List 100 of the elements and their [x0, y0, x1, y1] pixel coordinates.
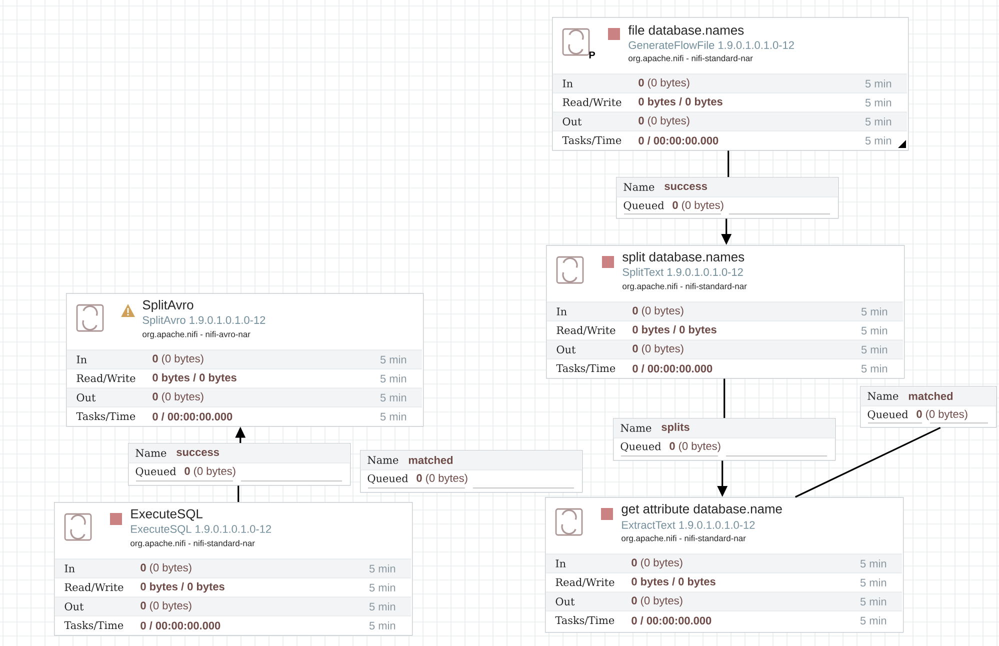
stat-value: 0 bytes / 0 bytes	[638, 97, 722, 108]
processor-name: ExecuteSQL	[131, 509, 202, 521]
stat-value: 0 / 00:00:00.000	[638, 136, 718, 145]
stat-label: Out	[562, 118, 582, 126]
stat-value: 0 (0 bytes)	[140, 601, 192, 612]
stat-value: 0 (0 bytes)	[632, 558, 682, 569]
stat-period: 5 min	[865, 136, 892, 145]
stat-value: 0 / 00:00:00.000	[632, 616, 712, 625]
bundle-name: org.apache.nifi - nifi-avro-nar	[142, 331, 250, 339]
stat-value: 0 (0 bytes)	[632, 596, 682, 607]
stat-period: 5 min	[380, 374, 406, 383]
field-label: Queued	[624, 201, 664, 211]
processor-name: file database.names	[628, 25, 744, 35]
stat-label: Tasks/Time	[556, 364, 616, 373]
stat-period: 5 min	[380, 412, 406, 421]
stat-period: 5 min	[861, 307, 888, 316]
connection-label	[616, 177, 839, 219]
field-label: Name	[620, 424, 652, 432]
stat-period: 5 min	[369, 583, 396, 592]
stat-value: 0 / 00:00:00.000	[152, 412, 232, 421]
stat-period: 5 min	[861, 326, 888, 335]
field-label: Name	[624, 183, 654, 191]
stat-label: Read/Write	[64, 583, 124, 592]
stat-value: 0 (0 bytes)	[638, 78, 690, 89]
stat-label: Tasks/Time	[76, 412, 136, 421]
stat-label: In	[556, 308, 567, 316]
processor-type: ExtractText 1.9.0.1.0.1.0-12	[622, 521, 755, 529]
connection-label	[860, 386, 997, 428]
queue-count: 0 (0 bytes)	[916, 410, 968, 420]
stat-period: 5 min	[861, 345, 888, 354]
processor-box	[552, 17, 909, 151]
stat-value: 0 / 00:00:00.000	[140, 621, 220, 630]
node-indicator: P	[589, 52, 595, 58]
stat-value: 0 (0 bytes)	[152, 354, 204, 365]
stat-value: 0 bytes / 0 bytes	[632, 577, 716, 588]
processor-box	[546, 245, 905, 379]
stat-label: In	[64, 564, 75, 572]
stat-label: Tasks/Time	[64, 621, 124, 630]
stat-period: 5 min	[369, 602, 396, 611]
processor-type: GenerateFlowFile 1.9.0.1.0.1.0-12	[628, 40, 794, 50]
stat-period: 5 min	[369, 621, 396, 630]
stat-period: 5 min	[865, 117, 892, 126]
stat-label: Tasks/Time	[562, 136, 622, 145]
bundle-name: org.apache.nifi - nifi-standard-nar	[628, 55, 753, 63]
relationship-name: success	[664, 184, 707, 190]
stat-label: Read/Write	[556, 326, 616, 335]
queue-count: 0 (0 bytes)	[670, 442, 720, 452]
stat-label: In	[562, 80, 573, 88]
stat-value: 0 (0 bytes)	[632, 344, 684, 355]
relationship-name: success	[176, 450, 219, 456]
processor-box	[66, 293, 424, 427]
queue-count: 0 (0 bytes)	[416, 474, 468, 484]
processor-box	[54, 502, 413, 636]
stat-period: 5 min	[861, 364, 888, 373]
processor-type: SplitAvro 1.9.0.1.0.1.0-12	[142, 316, 266, 326]
field-label: Queued	[620, 442, 662, 452]
stat-label: Out	[556, 346, 576, 354]
stat-period: 5 min	[860, 597, 886, 606]
stat-period: 5 min	[380, 393, 406, 402]
stat-period: 5 min	[860, 578, 886, 587]
stat-value: 0 (0 bytes)	[638, 116, 690, 127]
processor-box	[545, 497, 904, 633]
relationship-name: matched	[408, 456, 453, 464]
bundle-name: org.apache.nifi - nifi-standard-nar	[622, 283, 747, 291]
stat-period: 5 min	[369, 564, 396, 573]
relationship-name: matched	[908, 392, 953, 400]
queue-count: 0 (0 bytes)	[672, 200, 724, 212]
stat-period: 5 min	[380, 355, 406, 364]
stat-value: 0 / 00:00:00.000	[632, 364, 712, 373]
queue-count: 0 (0 bytes)	[184, 466, 236, 478]
stat-value: 0 bytes / 0 bytes	[632, 325, 716, 336]
processor-name: SplitAvro	[142, 300, 194, 312]
field-label: Queued	[868, 410, 908, 420]
stat-label: In	[556, 560, 566, 568]
stat-label: Out	[64, 602, 84, 610]
stat-value: 0 (0 bytes)	[152, 392, 204, 403]
stat-label: Read/Write	[76, 374, 136, 383]
stat-label: Read/Write	[562, 98, 622, 107]
field-label: Name	[136, 449, 166, 457]
stat-value: 0 bytes / 0 bytes	[140, 582, 224, 593]
field-label: Queued	[368, 474, 408, 484]
connection-label	[360, 450, 583, 493]
stat-label: Read/Write	[556, 578, 614, 587]
stat-period: 5 min	[865, 79, 892, 88]
stat-value: 0 (0 bytes)	[140, 563, 192, 574]
field-label: Name	[868, 392, 898, 400]
stat-label: Out	[556, 598, 575, 606]
bundle-name: org.apache.nifi - nifi-standard-nar	[130, 540, 255, 548]
processor-type: ExecuteSQL 1.9.0.1.0.1.0-12	[131, 525, 271, 535]
bundle-name: org.apache.nifi - nifi-standard-nar	[622, 535, 746, 543]
stat-label: Out	[76, 394, 96, 402]
stat-value: 0 bytes / 0 bytes	[152, 373, 236, 384]
stat-period: 5 min	[865, 98, 892, 107]
processor-name: get attribute database.name	[622, 504, 782, 516]
connection-label	[128, 443, 351, 486]
field-label: Name	[368, 456, 398, 464]
stat-label: In	[76, 356, 87, 364]
stat-value: 0 (0 bytes)	[632, 306, 684, 317]
processor-type: SplitText 1.9.0.1.0.1.0-12	[622, 268, 743, 278]
stat-period: 5 min	[860, 616, 886, 625]
